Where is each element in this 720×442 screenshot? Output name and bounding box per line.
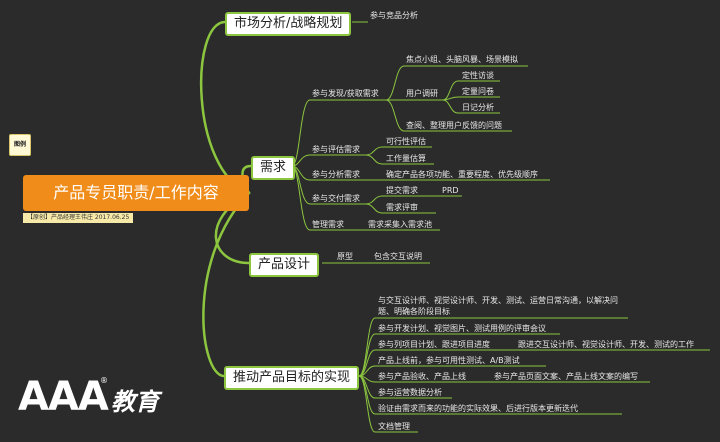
logo-letters: AAA: [18, 374, 109, 420]
node-operations-data[interactable]: 参与运营数据分析: [378, 388, 442, 397]
node-user-feedback[interactable]: 查阅、整理用户反馈的问题: [406, 121, 502, 130]
node-review-meetings[interactable]: 参与开发计划、视觉图片、测试用例的评审会议: [378, 324, 546, 333]
node-competitor-analysis[interactable]: 参与竞品分析: [370, 11, 418, 20]
node-daily-communication[interactable]: 与交互设计师、视觉设计师、开发、测试、运营日常沟通，以解决问题、明确各阶段目标: [378, 296, 618, 316]
node-requirement-pool[interactable]: 需求采集入需求池: [368, 220, 432, 229]
node-diary-analysis[interactable]: 日记分析: [462, 103, 494, 112]
node-feasibility[interactable]: 可行性评估: [386, 137, 426, 146]
node-workload-estimate[interactable]: 工作量估算: [386, 154, 426, 163]
node-quantitative-survey[interactable]: 定量问卷: [462, 87, 494, 96]
topic-requirements[interactable]: 需求: [251, 156, 296, 180]
node-copywriting[interactable]: 参与产品页面文案、产品上线文案的编写: [494, 372, 638, 381]
node-interaction-notes[interactable]: 包含交互说明: [374, 252, 422, 261]
node-prd[interactable]: PRD: [442, 186, 459, 195]
logo-brand-text: 教育: [111, 387, 159, 416]
topic-market-analysis[interactable]: 市场分析/战略规划: [225, 12, 352, 36]
node-qualitative-interview[interactable]: 定性访谈: [462, 71, 494, 80]
topic-product-design[interactable]: 产品设计: [249, 253, 320, 277]
node-manage-requirements[interactable]: 管理需求: [312, 220, 344, 229]
aaa-education-logo: AAA ® 教育: [18, 372, 168, 427]
node-document-management[interactable]: 文档管理: [378, 422, 410, 431]
logo-registered-mark: ®: [100, 376, 108, 385]
legend-badge[interactable]: 图例: [9, 134, 31, 156]
node-user-research[interactable]: 用户调研: [406, 89, 438, 98]
node-verify-iterate[interactable]: 验证由需求而来的功能的实际效果、后进行版本更新迭代: [378, 404, 578, 413]
node-analyze-requirements[interactable]: 参与分析需求: [312, 170, 360, 179]
node-acceptance-launch[interactable]: 参与产品验收、产品上线: [378, 372, 466, 381]
topic-drive-goals[interactable]: 推动产品目标的实现: [224, 366, 360, 390]
node-follow-work[interactable]: 跟进交互设计师、视觉设计师、开发、测试的工作: [518, 340, 694, 349]
node-focus-group[interactable]: 焦点小组、头脑风暴、场景模拟: [406, 55, 518, 64]
root-note: 【原创】产品经理王伟庄 2017.06.25: [23, 213, 134, 223]
node-deliver-requirements[interactable]: 参与交付需求: [312, 194, 360, 203]
node-requirement-review[interactable]: 需求评审: [386, 203, 418, 212]
node-usability-testing[interactable]: 产品上线前，参与可用性测试、A/B测试: [378, 356, 520, 365]
root-topic[interactable]: 产品专员职责/工作内容: [23, 175, 249, 211]
node-submit-requirements[interactable]: 提交需求: [386, 186, 418, 195]
node-prototype[interactable]: 原型: [337, 252, 353, 261]
node-evaluate-requirements[interactable]: 参与评估需求: [312, 145, 360, 154]
node-project-plan[interactable]: 参与列项目计划、跟进项目进度: [378, 340, 490, 349]
node-feature-priority[interactable]: 确定产品各项功能、重要程度、优先级顺序: [386, 170, 538, 179]
node-discover-requirements[interactable]: 参与发现/获取需求: [312, 89, 379, 98]
